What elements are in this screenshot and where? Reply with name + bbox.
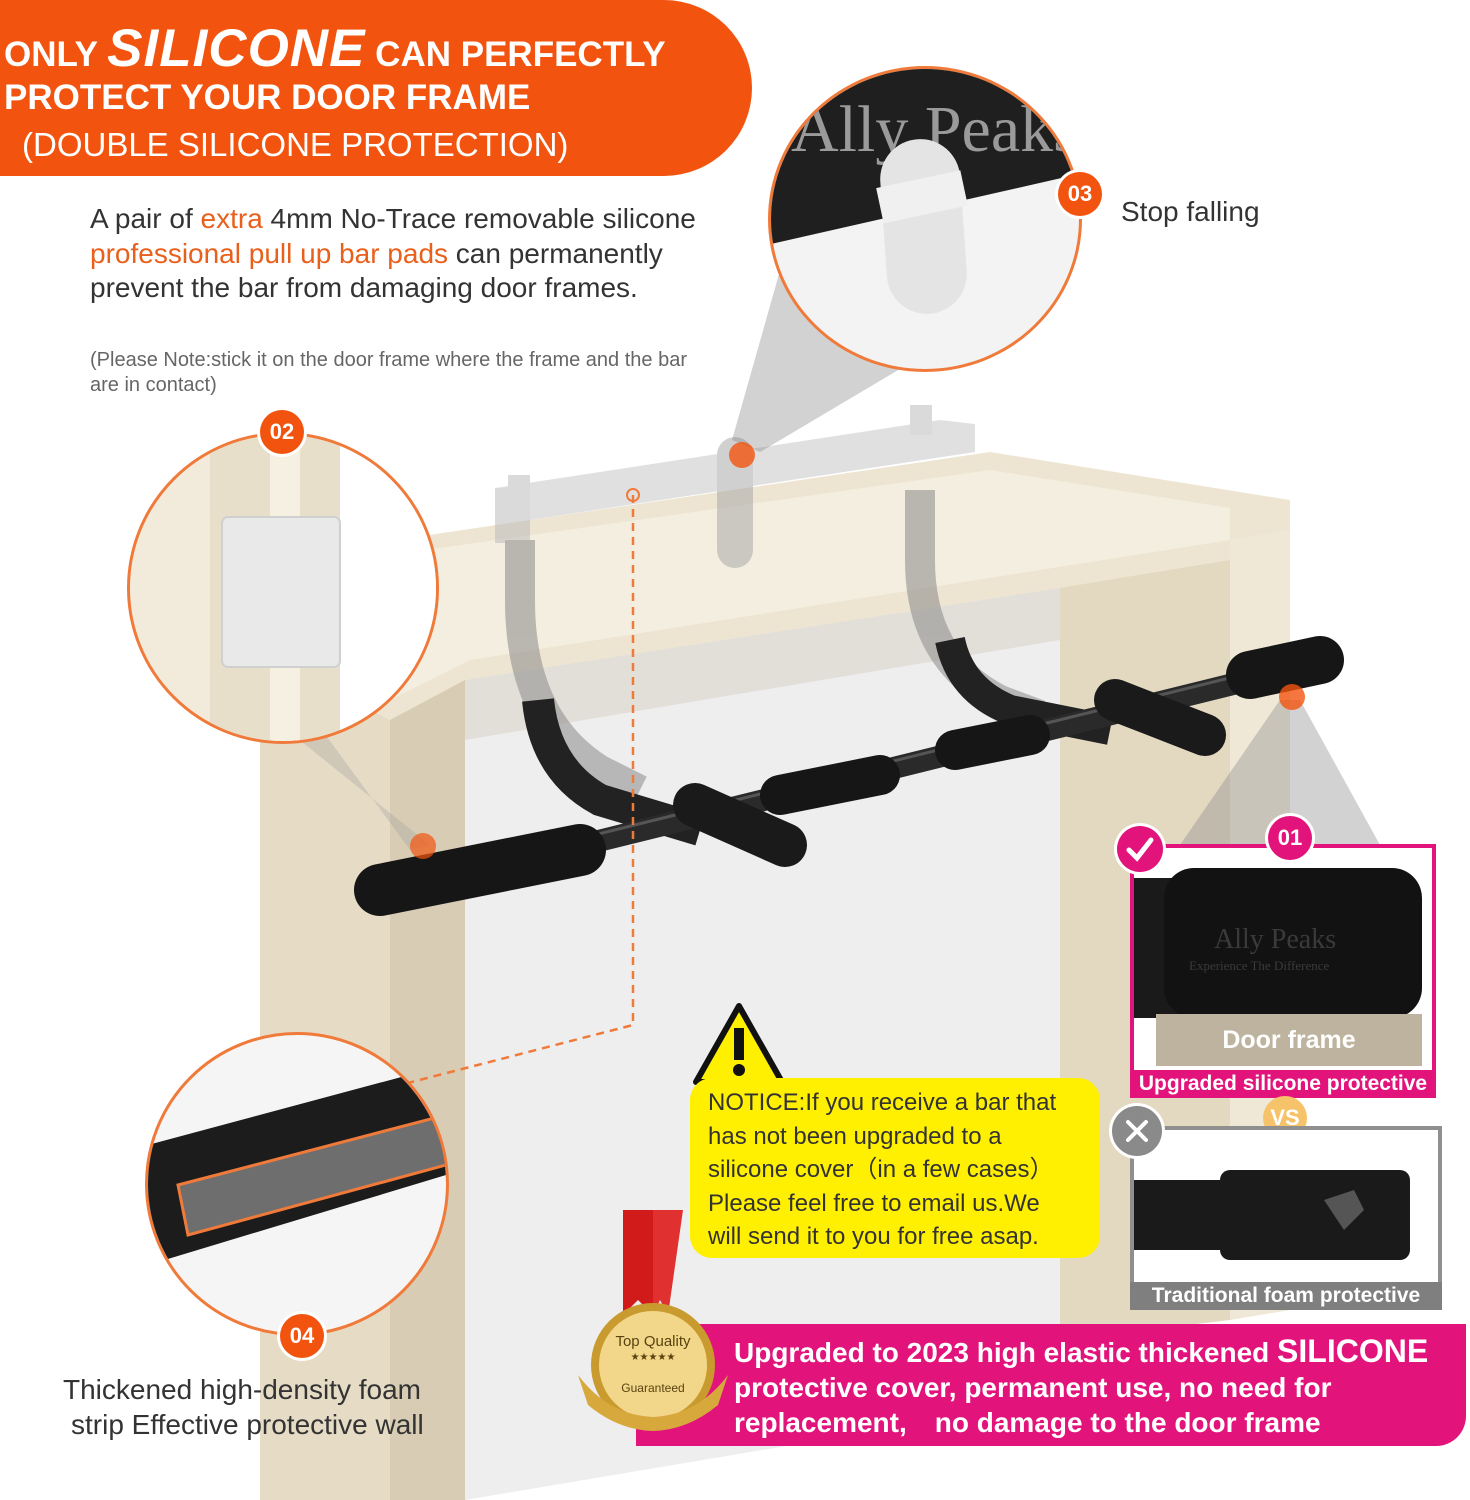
- header-line-1: ONLY SILICONE CAN PERFECTLY: [4, 18, 666, 79]
- foam-strip-closeup: [148, 1065, 446, 1265]
- intro-text: A pair of extra 4mm No-Trace removable s…: [90, 202, 700, 306]
- callout-03-label: Stop falling: [1121, 196, 1260, 227]
- frame-pad-closeup: [210, 435, 436, 741]
- left-handle: [673, 783, 807, 867]
- intro-note: (Please Note:stick it on the door frame …: [90, 349, 687, 396]
- check-icon: [1117, 826, 1163, 872]
- seal-stars: ★★★★★: [630, 1352, 676, 1363]
- target-dot-01: [1279, 684, 1305, 710]
- left-arm: [522, 698, 705, 846]
- foam-grip-closeup: [1134, 1170, 1410, 1260]
- callout-04-label: Thickened high-density foam strip Effect…: [63, 1372, 523, 1442]
- seal-line-1: Top Quality: [615, 1333, 691, 1350]
- header-line-3: (DOUBLE SILICONE PROTECTION): [22, 126, 569, 163]
- target-dot-03: [729, 442, 755, 468]
- callout-04-label-line-1: Thickened high-density foam: [63, 1374, 421, 1405]
- door-opening-shadow: [465, 588, 1060, 740]
- grip-brand-print: Ally Peaks: [1214, 924, 1336, 955]
- callout-03-badge: 03: [1058, 172, 1102, 216]
- header-banner: ONLY SILICONE CAN PERFECTLY PROTECT YOUR…: [0, 0, 752, 176]
- intro-t1: A pair of: [90, 203, 193, 234]
- bottom-banner-line-1: Upgraded to 2023 high elastic thickened …: [734, 1334, 1466, 1370]
- right-handle: [1094, 679, 1226, 756]
- seal-line-2: Guaranteed: [621, 1381, 685, 1395]
- callout-01-badge: 01: [1268, 816, 1312, 860]
- traditional-label: Traditional foam protective: [1130, 1282, 1442, 1310]
- spotlight-01: [1180, 700, 1380, 845]
- bottom-banner: Upgraded to 2023 high elastic thickened …: [636, 1324, 1466, 1446]
- notice-line-3: silicone cover（in a few cases）: [708, 1156, 1054, 1183]
- header-prefix: ONLY: [4, 35, 98, 74]
- door-frame-label: Door frame: [1156, 1014, 1422, 1066]
- close-icon: [1112, 1106, 1162, 1156]
- right-end-grip: [1226, 636, 1344, 699]
- intro-highlight-1: extra: [200, 203, 263, 234]
- header-line-2: PROTECT YOUR DOOR FRAME: [4, 78, 531, 117]
- callout-04-badge: 04: [280, 1314, 324, 1358]
- notice-line-1: NOTICE:If you receive a bar that: [708, 1089, 1057, 1116]
- notice-line-5: will send it to you for free asap.: [708, 1223, 1039, 1250]
- center-grip-left: [760, 755, 900, 815]
- target-dot-02: [410, 833, 436, 859]
- bottom-banner-prefix: Upgraded to 2023 high elastic thickened: [734, 1337, 1270, 1368]
- guide-line: [399, 495, 635, 1087]
- callout-02-circle: [127, 432, 439, 744]
- callout-04-circle: [145, 1032, 449, 1336]
- silicone-grip-closeup: Ally Peaks Experience The Difference: [1134, 868, 1422, 1018]
- target-dot-04: [626, 488, 640, 502]
- intro-t2: 4mm No-Trace removable silicone: [270, 203, 696, 234]
- intro-highlight-2: professional pull up bar pads: [90, 237, 449, 269]
- right-arm: [935, 636, 1113, 745]
- notice-line-4: Please feel free to email us.We: [708, 1189, 1040, 1217]
- header-emphasis: SILICONE: [107, 19, 366, 78]
- center-grip-right: [935, 715, 1050, 770]
- bottom-banner-emphasis: SILICONE: [1277, 1333, 1429, 1369]
- callout-03-circle: Ally Peaks: [768, 66, 1082, 372]
- header-suffix: CAN PERFECTLY: [375, 35, 666, 74]
- spotlight-02: [200, 660, 430, 850]
- bracket-closeup: Ally Peaks: [771, 69, 1079, 314]
- bottom-banner-line-2: protective cover, permanent use, no need…: [734, 1372, 1332, 1403]
- upgraded-label: Upgraded silicone protective: [1130, 1070, 1436, 1098]
- intro-t3: can permanently prevent the bar from dam…: [90, 237, 663, 304]
- notice-line-2: has not been upgraded to a: [708, 1122, 1002, 1150]
- callout-02-badge: 02: [260, 410, 304, 454]
- award-seal-icon: Top Quality ★★★★★ Guaranteed: [568, 1205, 738, 1435]
- left-end-grip: [354, 824, 606, 916]
- warning-icon: [693, 1003, 785, 1085]
- upgraded-silicone-box: Ally Peaks Experience The Difference Doo…: [1130, 844, 1436, 1098]
- door-frame-top-inner: [355, 470, 1230, 700]
- traditional-foam-box: Traditional foam protective: [1130, 1126, 1442, 1310]
- callout-04-label-line-2: strip Effective protective wall: [71, 1409, 424, 1440]
- bottom-banner-line-3: replacement, no damage to the door frame: [734, 1407, 1321, 1438]
- grip-tagline-print: Experience The Difference: [1189, 958, 1330, 973]
- notice-box: NOTICE:If you receive a bar that has not…: [690, 1078, 1100, 1258]
